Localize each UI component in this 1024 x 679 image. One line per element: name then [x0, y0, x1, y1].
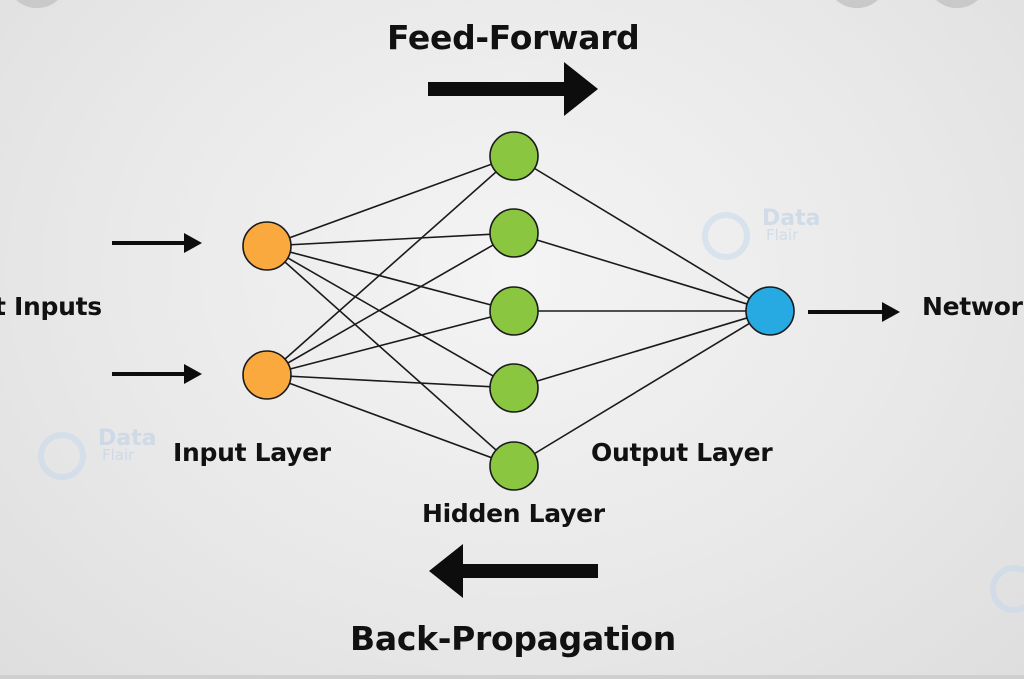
connection-line — [266, 310, 515, 376]
feed-forward-arrow-icon — [428, 62, 598, 116]
hidden-node — [489, 363, 539, 413]
watermark-text: Data — [98, 426, 157, 451]
input-node — [242, 350, 292, 400]
connection-line — [513, 232, 771, 312]
watermark-text: Data — [762, 206, 821, 231]
input-layer-label: Input Layer — [173, 438, 331, 467]
back-propagation-label: Back-Propagation — [350, 619, 676, 658]
watermark-subtext: Flair — [766, 225, 799, 244]
watermark-subtext: Flair — [102, 445, 135, 464]
connection-line — [513, 310, 771, 389]
connection-line — [266, 374, 515, 467]
connection-line — [513, 155, 771, 312]
hidden-node — [489, 208, 539, 258]
watermark-logo-icon — [990, 565, 1024, 613]
connections — [266, 155, 771, 467]
connection-line — [266, 232, 515, 376]
nodes — [242, 131, 795, 491]
output-node — [745, 286, 795, 336]
watermark-logo-icon — [38, 432, 86, 480]
connection-line — [266, 232, 515, 247]
connection-line — [266, 245, 515, 467]
network-inputs-label: t Inputs — [0, 292, 102, 321]
watermark-logo-icon — [702, 212, 750, 260]
hidden-node — [489, 131, 539, 181]
top-right-blob — [830, 0, 884, 8]
connection-line — [266, 245, 515, 389]
watermark: Data Flair — [762, 208, 820, 244]
connection-line — [266, 374, 515, 389]
input-node — [242, 221, 292, 271]
back-propagation-arrow-icon — [429, 544, 598, 598]
top-right-blob — [930, 0, 984, 8]
network-output-label: Networ — [922, 292, 1023, 321]
hidden-layer-label: Hidden Layer — [422, 499, 605, 528]
hidden-node — [489, 441, 539, 491]
output-layer-label: Output Layer — [591, 438, 773, 467]
watermark: Data Flair — [98, 428, 156, 464]
connection-line — [513, 310, 771, 467]
bottom-edge — [0, 675, 1024, 679]
connection-line — [266, 245, 515, 312]
connection-line — [266, 155, 515, 376]
output-arrowhead-icon — [882, 302, 900, 322]
top-left-blob — [10, 0, 64, 8]
input-arrowhead-icon — [184, 364, 202, 384]
input-arrowhead-icon — [184, 233, 202, 253]
hidden-node — [489, 286, 539, 336]
feed-forward-label: Feed-Forward — [387, 18, 640, 57]
connection-line — [266, 155, 515, 247]
